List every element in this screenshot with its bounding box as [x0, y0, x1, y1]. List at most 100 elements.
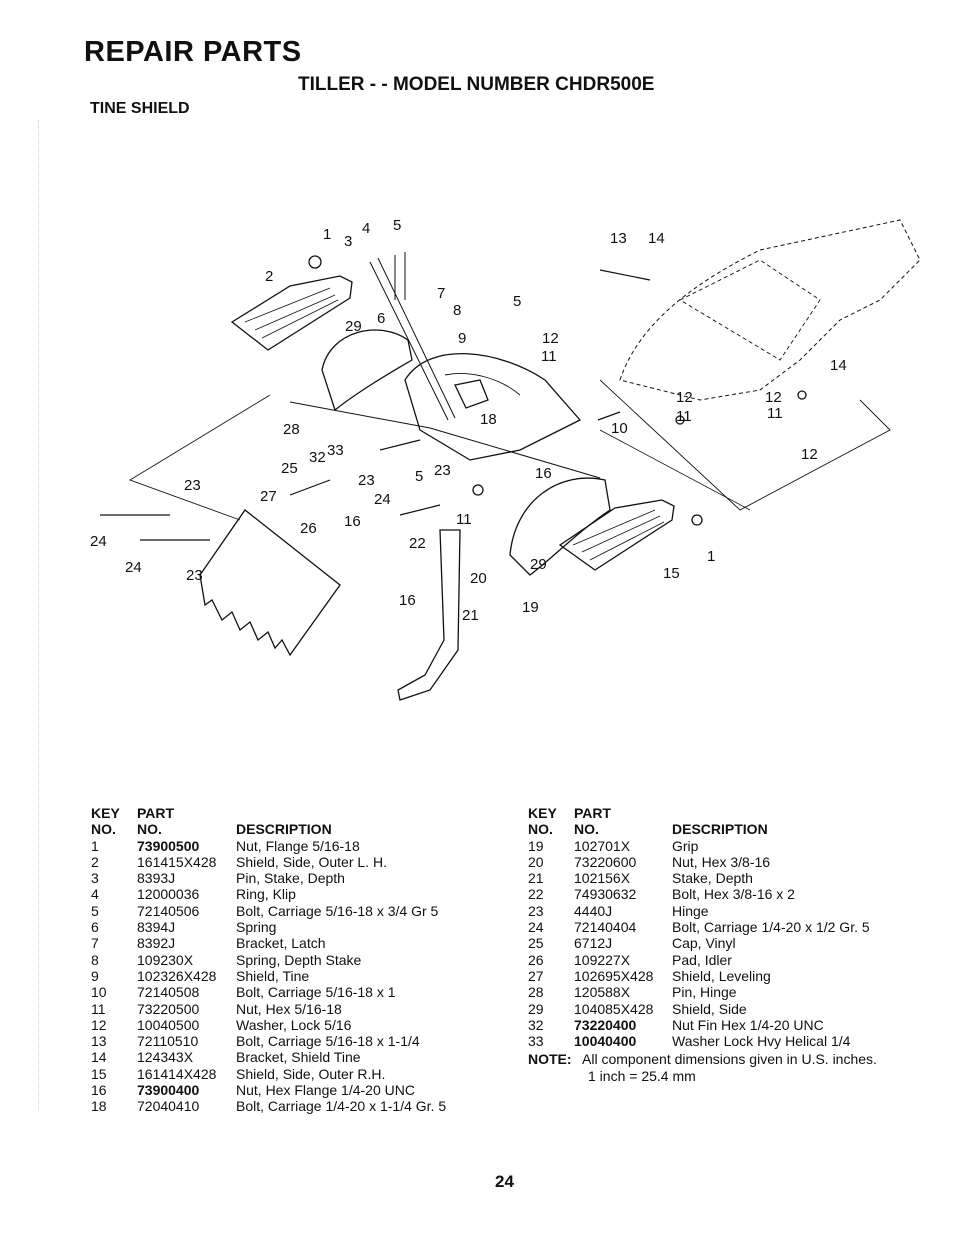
- callout: 11: [767, 405, 783, 422]
- callout: 9: [458, 330, 466, 347]
- part-key-number: 26: [528, 951, 544, 968]
- part-key-number: 1: [91, 837, 99, 854]
- callout: 1: [707, 548, 715, 565]
- part-description: Pin, Hinge: [672, 984, 737, 1001]
- note-label: NOTE:: [528, 1051, 572, 1068]
- part-number: 73220400: [574, 1016, 637, 1033]
- parts-row: 7 8392J Bracket, Latch: [91, 935, 511, 951]
- part-key-number: 11: [91, 1000, 106, 1017]
- callout: 28: [283, 421, 300, 438]
- page-title: REPAIR PARTS: [84, 36, 302, 68]
- part-key-number: 10: [91, 984, 107, 1001]
- part-key-number: 19: [528, 837, 544, 854]
- part-key-number: 6: [91, 919, 99, 936]
- part-key-number: 15: [91, 1065, 107, 1082]
- part-key-number: 18: [91, 1098, 107, 1115]
- callout: 26: [300, 520, 317, 537]
- callout: 14: [830, 357, 847, 374]
- part-number: 104085X428: [574, 1000, 654, 1017]
- part-description: Shield, Side, Outer R.H.: [236, 1065, 386, 1082]
- part-description: Bolt, Carriage 5/16-18 x 3/4 Gr 5: [236, 902, 439, 919]
- part-number: 73220500: [137, 1000, 200, 1017]
- part-number: 72140508: [137, 984, 200, 1001]
- callout: 16: [399, 592, 416, 609]
- callout: 23: [358, 472, 375, 489]
- part-key-number: 4: [91, 886, 99, 903]
- part-description: Pin, Stake, Depth: [236, 870, 345, 887]
- callout: 33: [327, 442, 344, 459]
- part-key-number: 24: [528, 919, 544, 936]
- callout: 10: [611, 420, 628, 437]
- part-key-number: 33: [528, 1033, 544, 1050]
- callout: 21: [462, 607, 479, 624]
- part-description: Nut Fin Hex 1/4-20 UNC: [672, 1016, 824, 1033]
- callout: 29: [530, 556, 547, 573]
- part-key-number: 29: [528, 1000, 544, 1017]
- callout: 19: [522, 599, 539, 616]
- part-key-number: 9: [91, 967, 99, 984]
- callout: 11: [676, 408, 692, 425]
- part-key-number: 20: [528, 853, 544, 870]
- part-key-number: 13: [91, 1033, 107, 1050]
- side-shield-left: [321, 329, 413, 412]
- tine-shield: [404, 353, 582, 461]
- exploded-parts-diagram: 1 4 5 3 2 7 8 6 29 9 5 13 14 12 11 28 18…: [90, 217, 921, 701]
- part-description: Bracket, Latch: [236, 935, 326, 952]
- part-number: 124343X: [137, 1049, 194, 1066]
- part-description: Shield, Leveling: [672, 967, 771, 984]
- parts-row: 15 161414X428 Shield, Side, Outer R.H.: [91, 1066, 511, 1082]
- callout: 23: [186, 567, 203, 584]
- callout: 8: [453, 302, 461, 319]
- callout: 7: [437, 285, 445, 302]
- tiller-frame: [619, 219, 921, 401]
- part-number: 10040400: [574, 1033, 637, 1050]
- part-number: 72140506: [137, 902, 200, 919]
- part-description: Bolt, Carriage 1/4-20 x 1-1/4 Gr. 5: [236, 1098, 447, 1115]
- part-description: Hinge: [672, 902, 709, 919]
- callout: 18: [480, 411, 497, 428]
- part-key-number: 14: [91, 1049, 107, 1066]
- callout: 5: [415, 468, 423, 485]
- part-number: 161415X428: [137, 853, 217, 870]
- callout: 23: [434, 462, 451, 479]
- part-key-number: 7: [91, 935, 99, 952]
- callout: 12: [765, 389, 782, 406]
- callout: 24: [374, 491, 391, 508]
- part-description: Nut, Hex 3/8-16: [672, 853, 771, 870]
- part-key-number: 25: [528, 935, 544, 952]
- callout: 2: [265, 268, 273, 285]
- part-description: Washer, Lock 5/16: [236, 1016, 352, 1033]
- part-description: Bolt, Carriage 1/4-20 x 1/2 Gr. 5: [672, 919, 870, 936]
- callout: 32: [309, 449, 326, 466]
- header-description: DESCRIPTION: [236, 821, 332, 838]
- part-description: Bolt, Hex 3/8-16 x 2: [672, 886, 795, 903]
- part-description: Grip: [672, 837, 699, 854]
- part-number: 161414X428: [137, 1065, 217, 1082]
- callout: 12: [801, 446, 818, 463]
- part-number: 6712J: [574, 935, 613, 952]
- part-number: 8392J: [137, 935, 176, 952]
- callout: 25: [281, 460, 298, 477]
- part-key-number: 16: [91, 1082, 107, 1099]
